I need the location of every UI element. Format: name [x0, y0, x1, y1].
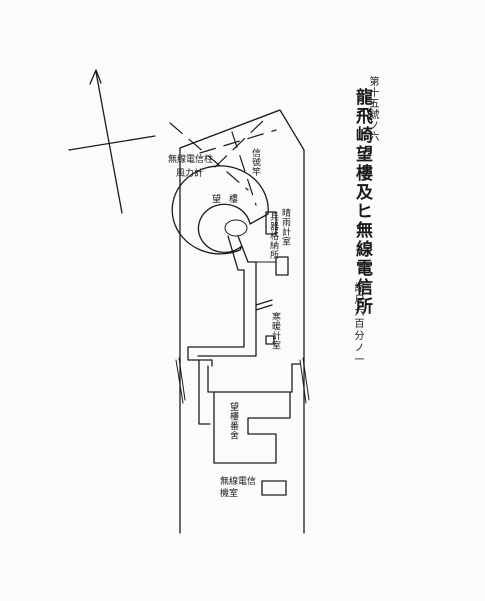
site-boundary [179, 109, 305, 534]
page-title: 龍飛崎望樓及ヒ無線電信所 [352, 88, 372, 316]
label-watchtower: 望樓 [212, 195, 247, 205]
slope-hatching [175, 357, 310, 404]
north-arrow-icon [68, 69, 156, 214]
scale-label: 縮尺六百分ノ一 [352, 282, 363, 366]
label-thermometer-room: 寒暖計室 [270, 312, 280, 350]
thermometer-room-marker [255, 299, 275, 345]
watchtower-quarters-building [213, 392, 291, 464]
corridor [187, 235, 301, 425]
label-watchtower-quarters: 望樓番舍 [228, 402, 238, 440]
signal-wire-lines [169, 117, 277, 206]
watchtower-plan [171, 165, 269, 255]
label-weapons-storage: 兵器格納所 [268, 212, 278, 260]
sheet-number: 第十五號ノ六 [367, 76, 378, 142]
label-anemometer: 風力計 [176, 169, 204, 179]
label-signal-mast: 信號竿 [250, 148, 260, 177]
label-wireless-pole: 無線電信柱 [168, 155, 214, 165]
wireless-room-building [261, 480, 287, 496]
weapons-storage-building [255, 211, 289, 276]
label-wireless-room: 無線電信機室 [220, 477, 257, 499]
label-weather-room: 晴雨計室 [280, 208, 290, 246]
